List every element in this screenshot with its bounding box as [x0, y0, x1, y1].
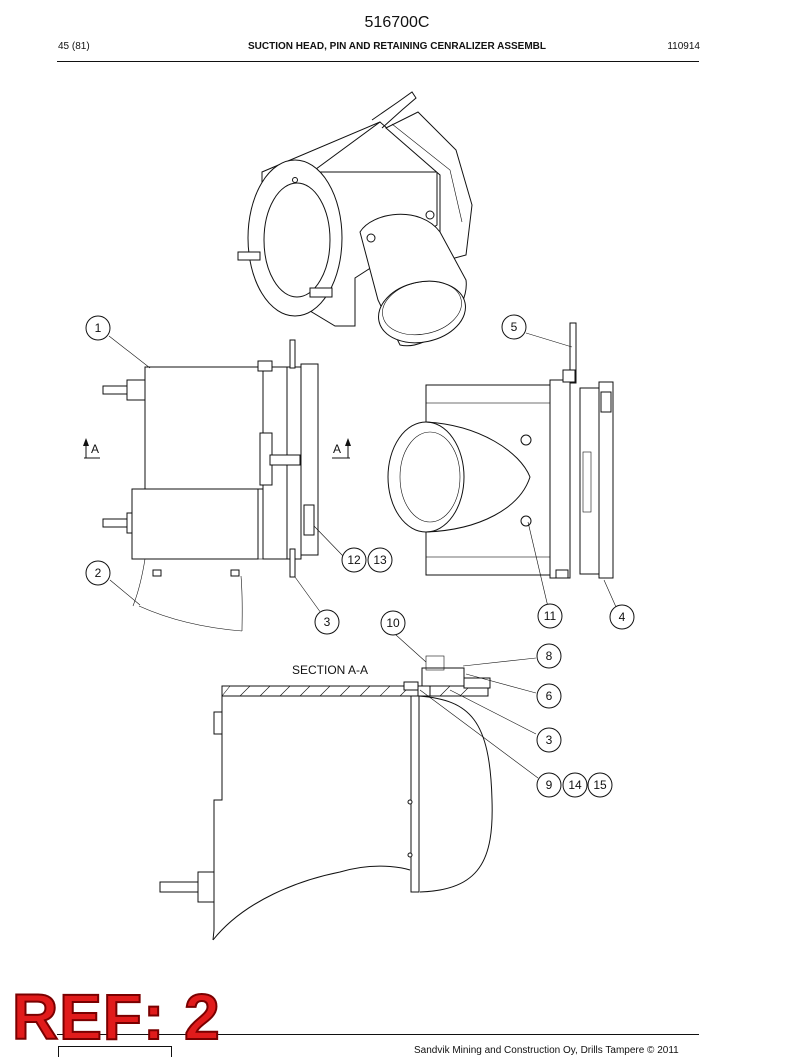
callout-3-section: 3	[536, 727, 562, 753]
company-logo	[58, 1046, 172, 1057]
callout-5: 5	[501, 314, 527, 340]
reference-stamp: REF: 2	[11, 981, 221, 1053]
date-code: 110914	[667, 41, 700, 52]
callout-11: 11	[537, 603, 563, 629]
view-marker-right: A	[332, 438, 351, 459]
document-number: 516700C	[364, 14, 430, 31]
svg-text:2: 2	[95, 566, 102, 580]
callout-8: 8	[536, 643, 562, 669]
section-aa-view: SECTION A-A	[159, 655, 493, 941]
leader-lines	[108, 332, 617, 779]
callout-10: 10	[380, 610, 406, 636]
callout-6: 6	[536, 683, 562, 709]
header-rule	[57, 61, 699, 62]
callout-14: 14	[562, 772, 588, 798]
svg-text:4: 4	[619, 610, 626, 624]
svg-text:11: 11	[544, 609, 557, 623]
svg-text:A: A	[333, 442, 341, 456]
isometric-view	[237, 91, 473, 347]
callout-12: 12	[341, 547, 367, 573]
page-number: 45 (81)	[58, 41, 90, 52]
svg-text:10: 10	[386, 616, 400, 630]
svg-text:9: 9	[546, 778, 553, 792]
svg-text:1: 1	[95, 321, 102, 335]
callout-3-section-b: 15	[587, 772, 613, 798]
svg-text:3: 3	[546, 733, 553, 747]
side-view-left	[102, 339, 319, 632]
svg-text:14: 14	[568, 778, 582, 792]
callout-1: 1	[85, 315, 111, 341]
callout-3: 3	[314, 609, 340, 635]
svg-text:3: 3	[324, 615, 331, 629]
front-view-right	[387, 322, 614, 579]
svg-text:6: 6	[546, 689, 553, 703]
svg-text:13: 13	[373, 553, 387, 567]
svg-text:15: 15	[593, 778, 607, 792]
callout-13: 13	[367, 547, 393, 573]
svg-text:12: 12	[347, 553, 361, 567]
callout-4: 4	[609, 604, 635, 630]
svg-text:8: 8	[546, 649, 553, 663]
copyright-footer: Sandvik Mining and Construction Oy, Dril…	[414, 1045, 679, 1056]
svg-text:A: A	[91, 442, 99, 456]
callout-9: 9	[536, 772, 562, 798]
callout-2: 2	[85, 560, 111, 586]
footer-rule	[57, 1034, 699, 1035]
svg-text:SECTION A-A: SECTION A-A	[292, 663, 368, 677]
svg-text:5: 5	[511, 320, 518, 334]
page-title: SUCTION HEAD, PIN AND RETAINING CENRALIZ…	[248, 41, 546, 52]
view-marker-left: A	[83, 438, 100, 459]
